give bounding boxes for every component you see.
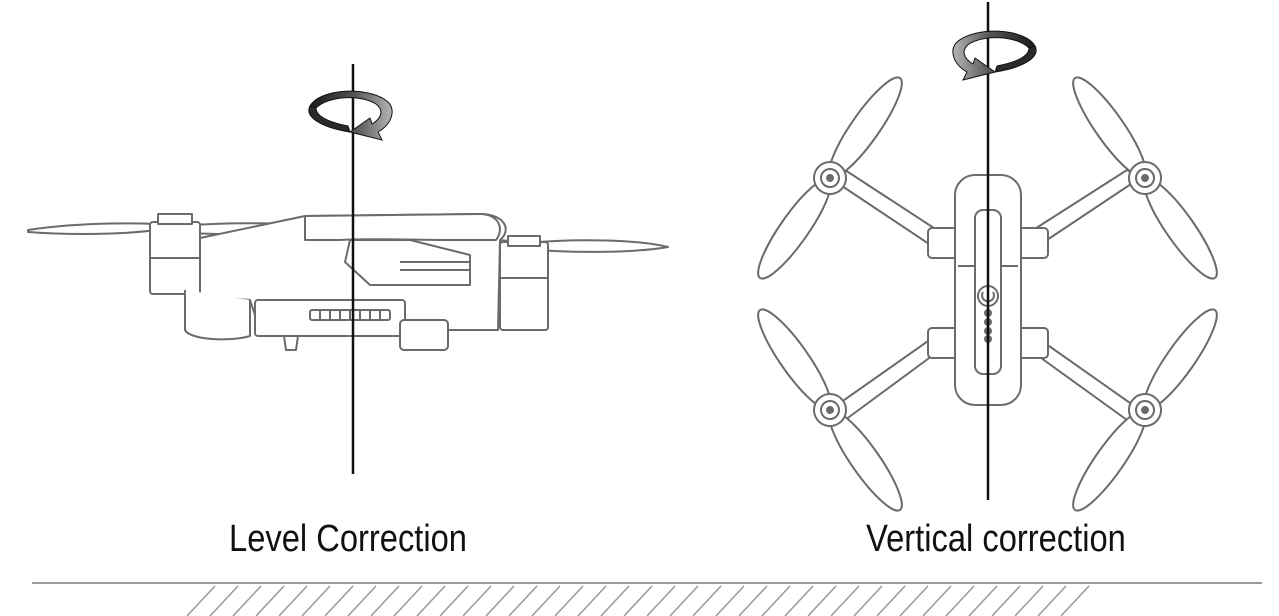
hatch-stroke: [554, 585, 584, 616]
hatch-stroke: [968, 585, 998, 616]
rotation-arrow-icon: [952, 30, 1037, 81]
hatch-stroke: [853, 585, 883, 616]
hatch-stroke: [186, 585, 216, 616]
hatch-stroke: [255, 585, 285, 616]
hatch-stroke: [416, 585, 446, 616]
hatch-stroke: [531, 585, 561, 616]
hatch-stroke: [715, 585, 745, 616]
hatch-stroke: [899, 585, 929, 616]
hatch-stroke: [738, 585, 768, 616]
hatch-stroke: [922, 585, 952, 616]
hatch-stroke: [301, 585, 331, 616]
hatch-stroke: [945, 585, 975, 616]
side-view-drone: [27, 213, 669, 351]
ground-hatching: [186, 585, 1090, 616]
vertical-correction-caption: Vertical correction: [866, 518, 1126, 560]
hatch-stroke: [876, 585, 906, 616]
hatch-stroke: [807, 585, 837, 616]
hatch-stroke: [692, 585, 722, 616]
hatch-stroke: [278, 585, 308, 616]
hatch-stroke: [1060, 585, 1090, 616]
hatch-stroke: [600, 585, 630, 616]
hatch-stroke: [370, 585, 400, 616]
hatch-stroke: [347, 585, 377, 616]
hatch-stroke: [462, 585, 492, 616]
hatch-stroke: [623, 585, 653, 616]
hatch-stroke: [577, 585, 607, 616]
hatch-stroke: [1037, 585, 1067, 616]
hatch-stroke: [830, 585, 860, 616]
hatch-stroke: [508, 585, 538, 616]
hatch-stroke: [485, 585, 515, 616]
hatch-stroke: [991, 585, 1021, 616]
hatch-stroke: [393, 585, 423, 616]
rotation-arrow-icon: [308, 90, 393, 141]
hatch-stroke: [439, 585, 469, 616]
hatch-stroke: [669, 585, 699, 616]
hatch-stroke: [1014, 585, 1044, 616]
hatch-stroke: [761, 585, 791, 616]
hatch-stroke: [209, 585, 239, 616]
hatch-stroke: [784, 585, 814, 616]
level-correction-caption: Level Correction: [229, 518, 467, 560]
hatch-stroke: [232, 585, 262, 616]
hatch-stroke: [646, 585, 676, 616]
hatch-stroke: [324, 585, 354, 616]
